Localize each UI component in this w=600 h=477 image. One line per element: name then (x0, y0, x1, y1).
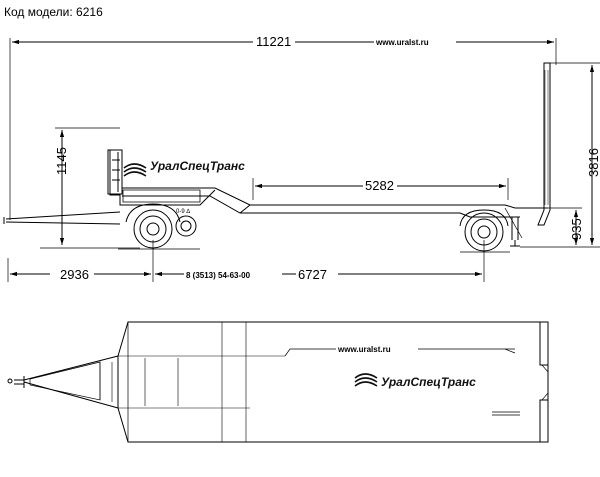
top-body-outline (117, 321, 549, 443)
side-view (3, 38, 600, 282)
deck-outline (122, 187, 548, 218)
model-code-label: Код модели: 6216 (4, 5, 103, 19)
phone-number: 8 (3513) 54-63-00 (186, 271, 251, 280)
website-side: www.uralst.ru (375, 38, 429, 47)
top-drawbar (14, 355, 119, 409)
top-rear-ramps (539, 321, 549, 443)
front-bumper-rack (112, 152, 120, 192)
brand-name-side: УралСпецТранс (150, 159, 245, 173)
total-height-value: 3816 (586, 148, 600, 177)
front-wheel-set (125, 203, 197, 249)
rear-wheel-set (459, 209, 509, 252)
axle-plate-text: 0-9 ∆ (176, 208, 190, 215)
website-top: www.uralst.ru (337, 345, 391, 354)
deck-height-value: 935 (569, 218, 584, 240)
drawbar (3, 211, 121, 225)
deck-length-value: 5282 (365, 178, 394, 193)
front-overhang-value: 2936 (60, 267, 89, 282)
rear-ramp (537, 62, 551, 226)
top-view (7, 321, 549, 443)
brand-logo-side (123, 163, 147, 177)
brand-name-top: УралСпецТранс (381, 375, 476, 389)
wheelbase-value: 6727 (298, 267, 327, 282)
front-height-value: 1145 (54, 147, 69, 175)
brand-logo-top (354, 373, 378, 387)
overall-length-value: 11221 (256, 34, 291, 49)
